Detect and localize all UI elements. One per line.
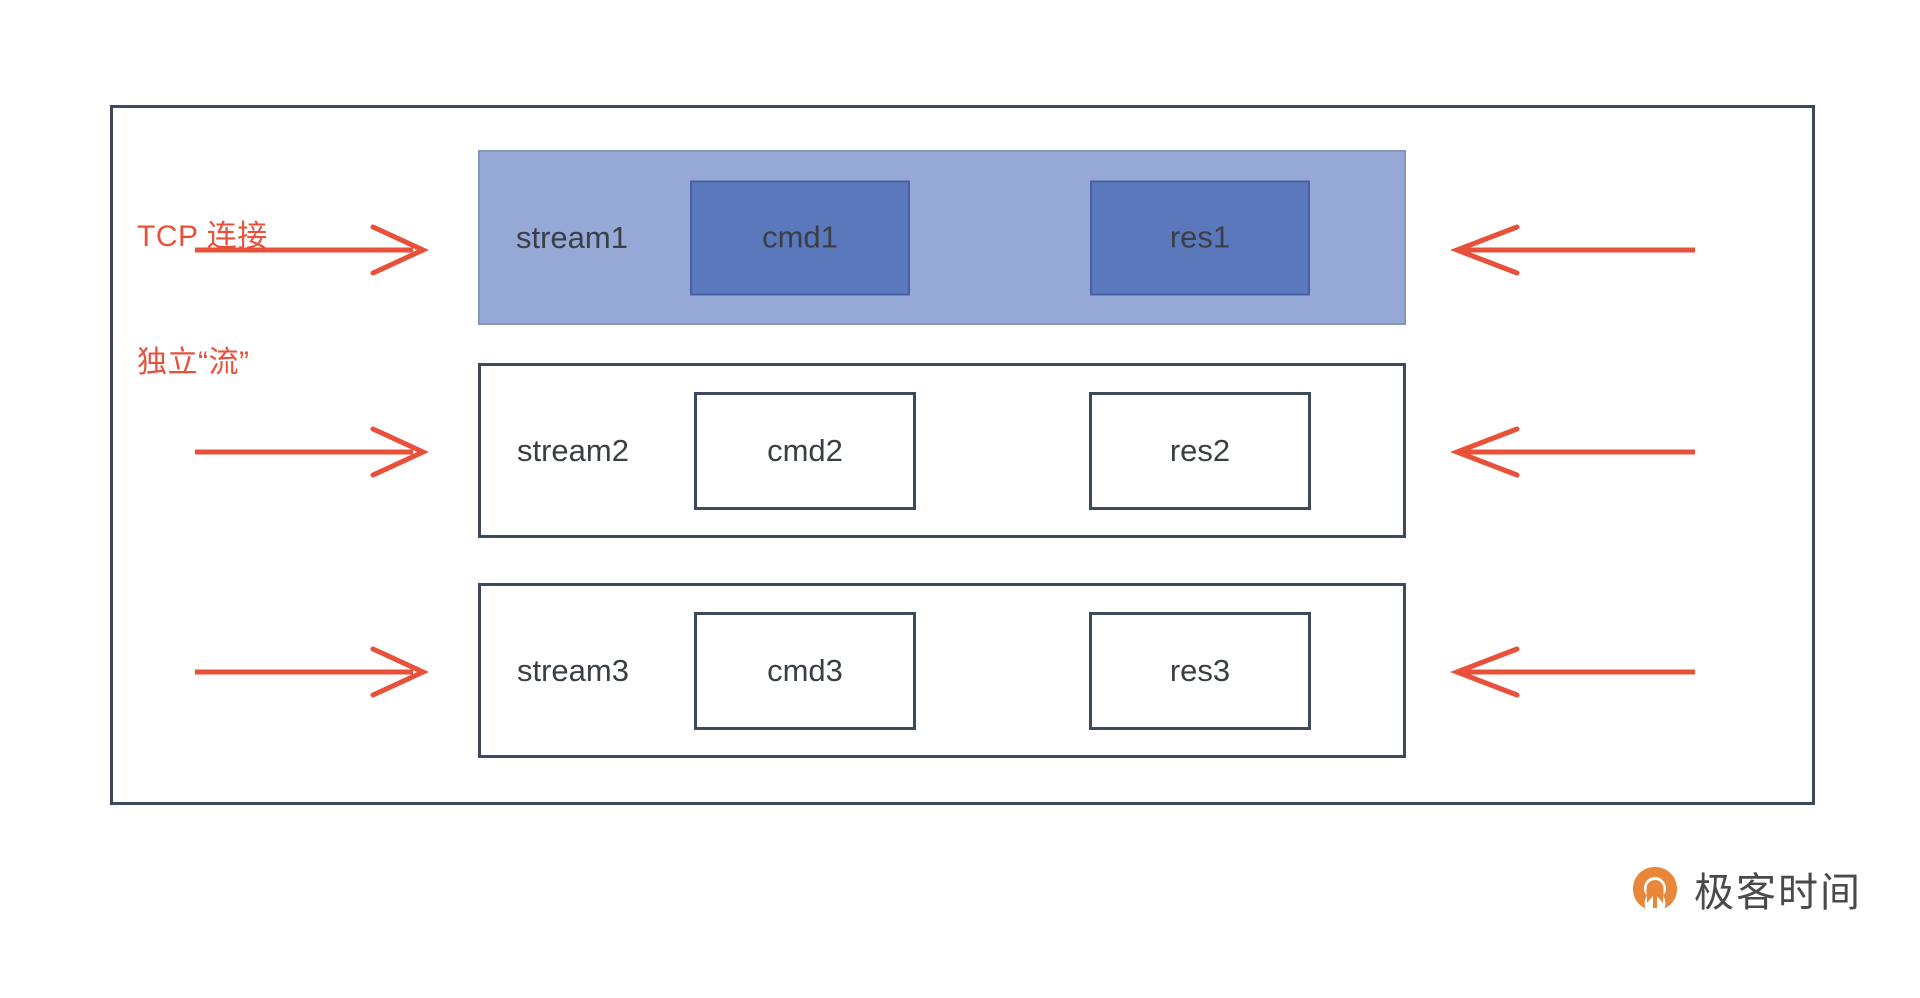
res-label-3: res3: [1169, 652, 1231, 688]
inbound-arrow-1: [195, 224, 429, 276]
watermark: 极客时间: [1630, 860, 1862, 918]
stream-label-2: stream2: [517, 432, 629, 468]
cmd-label-2: cmd2: [767, 432, 843, 468]
cmd-box-2[interactable]: cmd2: [694, 391, 916, 510]
cmd-label-3: cmd3: [767, 652, 843, 688]
cmd-box-1[interactable]: cmd1: [690, 180, 910, 295]
tcp-connection-annotation: TCP 连接 独立“流”: [137, 132, 268, 468]
inbound-arrow-3: [195, 646, 429, 698]
inbound-arrow-2: [195, 426, 429, 478]
cmd-label-1: cmd1: [762, 219, 838, 255]
stream-row-1[interactable]: stream1 cmd1 res1: [478, 150, 1406, 325]
stream-row-2[interactable]: stream2 cmd2 res2: [478, 363, 1406, 538]
outbound-arrow-3: [1450, 646, 1695, 698]
res-box-2[interactable]: res2: [1089, 391, 1311, 510]
stream-row-3[interactable]: stream3 cmd3 res3: [478, 583, 1406, 758]
outbound-arrow-1: [1450, 224, 1695, 276]
annotation-line-2: 独立“流”: [137, 346, 250, 379]
outbound-arrow-2: [1450, 426, 1695, 478]
res-label-1: res1: [1169, 219, 1231, 255]
res-box-3[interactable]: res3: [1089, 611, 1311, 730]
stream-label-1: stream1: [516, 219, 628, 255]
geektime-logo-icon: [1633, 867, 1677, 909]
res-label-2: res2: [1169, 432, 1231, 468]
cmd-box-3[interactable]: cmd3: [694, 611, 916, 730]
watermark-text: 极客时间: [1694, 870, 1862, 916]
res-box-1[interactable]: res1: [1090, 180, 1310, 295]
stream-label-3: stream3: [517, 652, 629, 688]
